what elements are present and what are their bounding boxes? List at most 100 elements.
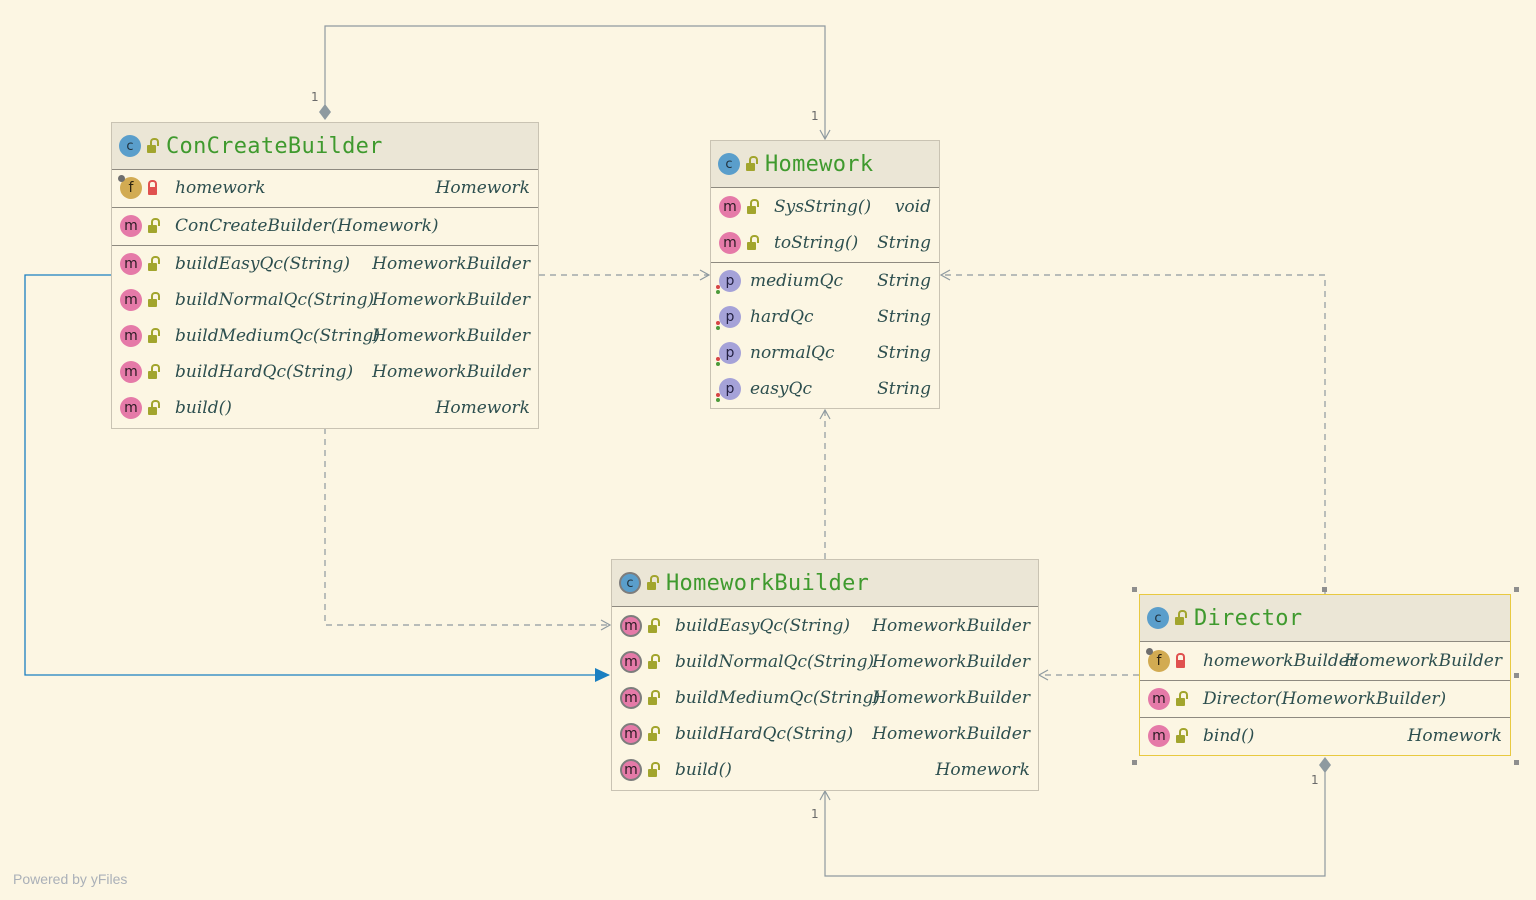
powered-by-footer: Powered by yFiles (13, 871, 128, 887)
selection-handle[interactable] (1132, 760, 1137, 765)
class-name: ConCreateBuilder (166, 133, 383, 159)
property-type: String (877, 307, 931, 327)
property-name: easyQc (750, 379, 812, 399)
constructor-name: ConCreateBuilder(Homework) (175, 216, 439, 236)
public-lock-icon (647, 575, 659, 590)
class-node-homework-builder[interactable]: c HomeworkBuilder m buildEasyQc(String) … (611, 559, 1039, 791)
section-divider (1140, 717, 1510, 718)
method-icon: m (120, 361, 142, 383)
method-name: buildNormalQc(String) (675, 652, 875, 672)
method-type: HomeworkBuilder (372, 254, 530, 274)
public-lock-icon (746, 156, 758, 171)
method-type: String (877, 233, 931, 253)
method-name: SysString() (774, 197, 872, 217)
method-row[interactable]: m buildEasyQc(String) HomeworkBuilder (112, 246, 538, 282)
method-icon: m (719, 232, 741, 254)
method-type: HomeworkBuilder (372, 326, 530, 346)
method-row[interactable]: m bind() Homework (1140, 718, 1510, 754)
method-row[interactable]: m SysString() void (711, 189, 939, 225)
field-row[interactable]: f homeworkBuilder HomeworkBuilder (1140, 643, 1510, 679)
selection-handle[interactable] (1514, 673, 1519, 678)
property-row[interactable]: p easyQc String (711, 371, 939, 407)
method-row[interactable]: m toString() String (711, 225, 939, 261)
method-type: HomeworkBuilder (872, 724, 1030, 744)
method-row[interactable]: m build() Homework (612, 752, 1038, 788)
public-lock-icon (648, 726, 660, 741)
composition-edge-director-builder (819, 770, 1326, 877)
method-icon: m (120, 397, 142, 419)
selection-handle[interactable] (1322, 587, 1327, 592)
composition-edge-concreate-homework (324, 25, 831, 141)
property-row[interactable]: p hardQc String (711, 299, 939, 335)
method-row[interactable]: m buildEasyQc(String) HomeworkBuilder (612, 608, 1038, 644)
method-name: buildNormalQc(String) (175, 290, 375, 310)
property-icon: p (716, 270, 741, 292)
composition-diamond-concreate (319, 104, 331, 120)
class-header[interactable]: c Director (1140, 595, 1510, 642)
method-type: HomeworkBuilder (872, 688, 1030, 708)
method-type: Homework (1407, 726, 1502, 746)
method-type: HomeworkBuilder (872, 616, 1030, 636)
field-name: homework (175, 178, 266, 198)
method-row[interactable]: m buildMediumQc(String) HomeworkBuilder (112, 318, 538, 354)
method-icon: m (120, 253, 142, 275)
class-header[interactable]: c HomeworkBuilder (612, 560, 1038, 607)
class-header[interactable]: c Homework (711, 141, 939, 188)
class-node-homework[interactable]: c Homework m SysString() void m toString… (710, 140, 940, 409)
method-row[interactable]: m buildHardQc(String) HomeworkBuilder (612, 716, 1038, 752)
method-row[interactable]: m buildMediumQc(String) HomeworkBuilder (612, 680, 1038, 716)
public-lock-icon (148, 292, 160, 307)
public-lock-icon (747, 235, 759, 250)
property-type: String (877, 343, 931, 363)
public-lock-icon (148, 364, 160, 379)
property-name: normalQc (750, 343, 835, 363)
property-name: hardQc (750, 307, 814, 327)
selection-handle[interactable] (1514, 760, 1519, 765)
method-row[interactable]: m build() Homework (112, 390, 538, 426)
method-icon: m (719, 196, 741, 218)
class-node-director[interactable]: c Director f homeworkBuilder HomeworkBui… (1139, 594, 1511, 756)
method-row[interactable]: m buildNormalQc(String) HomeworkBuilder (112, 282, 538, 318)
constructor-row[interactable]: m Director(HomeworkBuilder) (1140, 681, 1510, 717)
property-row[interactable]: p normalQc String (711, 335, 939, 371)
field-icon: f (118, 175, 142, 199)
section-divider (112, 245, 538, 246)
public-lock-icon (648, 690, 660, 705)
selection-handle[interactable] (1514, 587, 1519, 592)
property-type: String (877, 271, 931, 291)
abstract-method-icon: m (620, 651, 642, 673)
method-row[interactable]: m buildHardQc(String) HomeworkBuilder (112, 354, 538, 390)
selection-handle[interactable] (1132, 587, 1137, 592)
class-name: Director (1194, 605, 1303, 631)
method-type: HomeworkBuilder (372, 362, 530, 382)
class-header[interactable]: c ConCreateBuilder (112, 123, 538, 170)
abstract-method-icon: m (620, 687, 642, 709)
public-lock-icon (648, 618, 660, 633)
abstract-method-icon: m (620, 615, 642, 637)
class-node-concreate-builder[interactable]: c ConCreateBuilder f homework Homework m… (111, 122, 539, 429)
inheritance-edge-concreate-builder (24, 274, 610, 682)
method-icon: m (1148, 725, 1170, 747)
public-lock-icon (1176, 728, 1188, 743)
constructor-name: Director(HomeworkBuilder) (1203, 689, 1447, 709)
field-row[interactable]: f homework Homework (112, 170, 538, 206)
public-lock-icon (148, 400, 160, 415)
section-divider (112, 207, 538, 208)
property-row[interactable]: p mediumQc String (711, 263, 939, 299)
composition-diamond-director (1319, 757, 1331, 773)
class-name: Homework (765, 151, 874, 177)
class-icon: c (718, 153, 740, 175)
constructor-row[interactable]: m ConCreateBuilder(Homework) (112, 208, 538, 244)
section-divider (711, 262, 939, 263)
private-lock-icon (148, 180, 157, 195)
property-name: mediumQc (750, 271, 844, 291)
class-icon: c (1147, 607, 1169, 629)
public-lock-icon (148, 218, 160, 233)
public-lock-icon (1176, 691, 1188, 706)
method-icon: m (120, 289, 142, 311)
method-type: Homework (435, 398, 530, 418)
field-type: HomeworkBuilder (1344, 651, 1502, 671)
public-lock-icon (148, 328, 160, 343)
method-row[interactable]: m buildNormalQc(String) HomeworkBuilder (612, 644, 1038, 680)
